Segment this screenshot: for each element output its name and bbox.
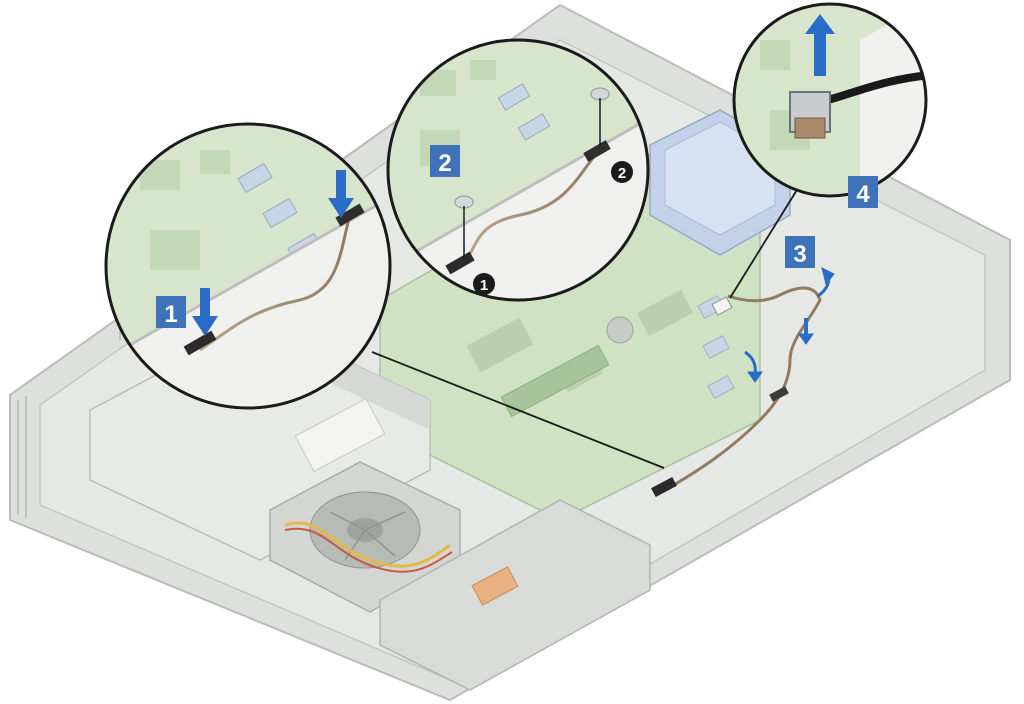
magnifier-step-1: 1 — [104, 122, 392, 410]
cooling-fan — [269, 461, 461, 613]
coin-battery — [606, 316, 634, 344]
io-shield — [379, 499, 651, 691]
board-connector-main — [711, 296, 733, 316]
down-arrow-icon — [192, 288, 218, 336]
step-badge-4: 4 — [848, 176, 878, 208]
step-badge-1: 1 — [156, 296, 186, 328]
screw-callout-1: 1 — [473, 273, 495, 295]
antenna-module-2b — [583, 140, 611, 162]
step-badge-3: 3 — [785, 236, 815, 268]
antenna-module-main — [651, 476, 677, 498]
step-badge-3-label: 3 — [793, 241, 806, 268]
leader-lines — [371, 184, 801, 469]
step-badge-2-label: 2 — [438, 150, 451, 177]
antenna-cable-main — [651, 286, 822, 498]
board-io-ports — [697, 294, 735, 400]
step-badge-4-label: 4 — [856, 181, 870, 208]
step-badge-2: 2 — [430, 145, 460, 177]
screw-callout-2: 2 — [611, 161, 633, 183]
screw-icon — [454, 195, 474, 258]
memory-module — [500, 344, 610, 418]
screw-icon — [590, 87, 610, 146]
power-supply-label — [294, 397, 386, 473]
antenna-module-1 — [183, 330, 217, 356]
curved-arrow-head-icon — [821, 267, 835, 286]
up-arrow-icon — [805, 14, 835, 76]
step-badge-1-label: 1 — [164, 301, 177, 328]
down-arrow-icon — [328, 170, 354, 218]
screw-callout-2-label: 2 — [618, 165, 626, 182]
antenna-module-2a — [445, 251, 475, 275]
routing-arrows-main — [744, 267, 835, 383]
magnifier-step-4: 4 — [732, 2, 928, 208]
screw-callout-1-label: 1 — [480, 277, 488, 294]
magnifier-step-2: 1 2 2 — [386, 38, 650, 302]
